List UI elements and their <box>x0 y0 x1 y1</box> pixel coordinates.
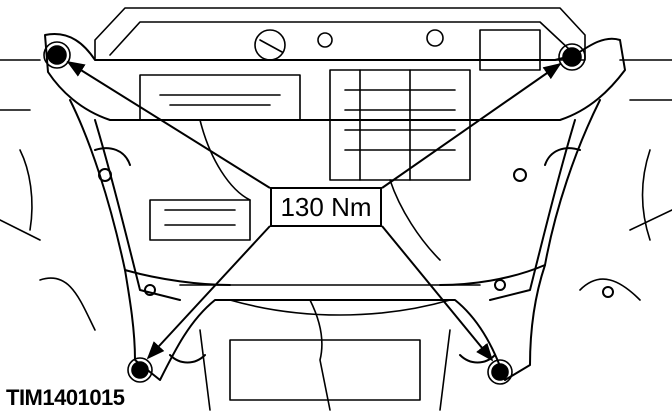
torque-callout: 130 Nm <box>270 187 382 227</box>
figure-id: TIM1401015 <box>6 385 125 410</box>
bolt-rear-left <box>127 357 153 383</box>
torque-label: 130 Nm <box>280 191 372 222</box>
engine-outline <box>0 7 672 411</box>
leader-arrow-rear-left <box>146 225 271 360</box>
bolt-rear-right <box>487 359 513 385</box>
leader-arrow-rear-right <box>381 225 494 362</box>
leader-arrow-front-left <box>66 61 271 189</box>
bolt-front-left <box>43 41 71 69</box>
subframe <box>44 33 626 381</box>
leader-arrow-front-right <box>381 62 562 189</box>
bolt-front-right <box>558 43 586 71</box>
